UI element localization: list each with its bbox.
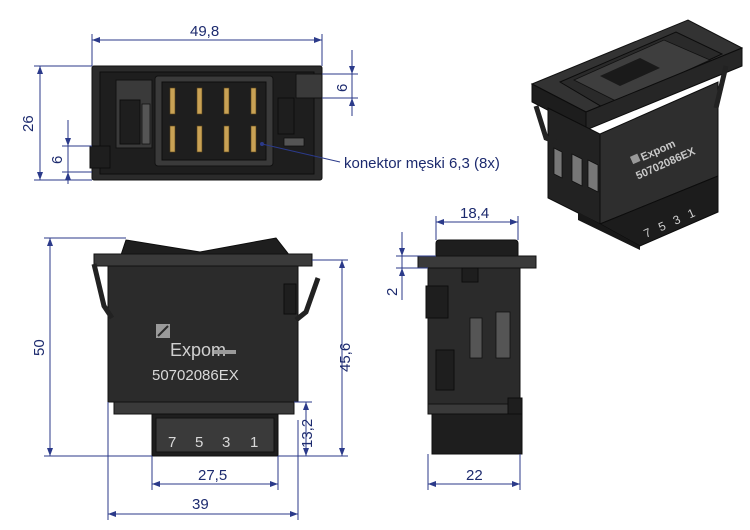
- top-view: [89, 65, 323, 181]
- isometric-view: Expom 50702086EX 7 5 3 1: [530, 19, 744, 250]
- top-width-dimension: 49,8: [91, 23, 323, 66]
- dim-label-top-width: 49,8: [190, 23, 219, 40]
- front-inner-height-dimension: 45,6: [278, 259, 354, 457]
- connector-callout: konektor męski 6,3 (8x): [260, 142, 500, 172]
- front-terminal-5: 5: [195, 434, 203, 451]
- side-view: [417, 239, 537, 455]
- front-terminal-1: 1: [250, 434, 258, 451]
- side-top-offset-dimension: 2: [384, 232, 436, 300]
- front-total-width-dimension: 39: [107, 402, 299, 520]
- front-terminal-7: 7: [168, 434, 176, 451]
- front-terminal-3: 3: [222, 434, 230, 451]
- dim-label-top-height: 26: [20, 115, 37, 132]
- side-bottom-width-dimension: 22: [427, 454, 521, 490]
- side-top-width-dimension: 18,4: [435, 205, 519, 240]
- front-model-text: 50702086EX: [152, 367, 239, 384]
- dim-label-top-small-left: 6: [49, 156, 66, 164]
- front-connector-width-dimension: 27,5: [151, 456, 279, 490]
- dim-label-side-top-width: 18,4: [460, 205, 489, 222]
- top-small-left-dimension: 6: [49, 120, 92, 184]
- front-brand-text: Expom: [170, 340, 226, 360]
- dim-label-top-small-right: 6: [334, 84, 351, 92]
- front-total-height-dimension: 50: [31, 237, 152, 457]
- dim-label-side-bottom-width: 22: [466, 467, 483, 484]
- front-view: Expom 50702086EX 7 5 3 1: [91, 237, 321, 457]
- front-connector-height-dimension: 13,2: [294, 401, 316, 456]
- connector-callout-label: konektor męski 6,3 (8x): [344, 155, 500, 172]
- dim-label-front-connector-height: 13,2: [299, 419, 316, 448]
- top-small-right-dimension: 6: [322, 50, 358, 116]
- dim-label-front-total-width: 39: [192, 496, 209, 513]
- dim-label-side-top-offset: 2: [384, 288, 401, 296]
- dim-label-front-connector-width: 27,5: [198, 467, 227, 484]
- dim-label-front-inner-height: 45,6: [337, 343, 354, 372]
- top-height-dimension: 26: [20, 65, 92, 181]
- dim-label-front-total-height: 50: [31, 339, 48, 356]
